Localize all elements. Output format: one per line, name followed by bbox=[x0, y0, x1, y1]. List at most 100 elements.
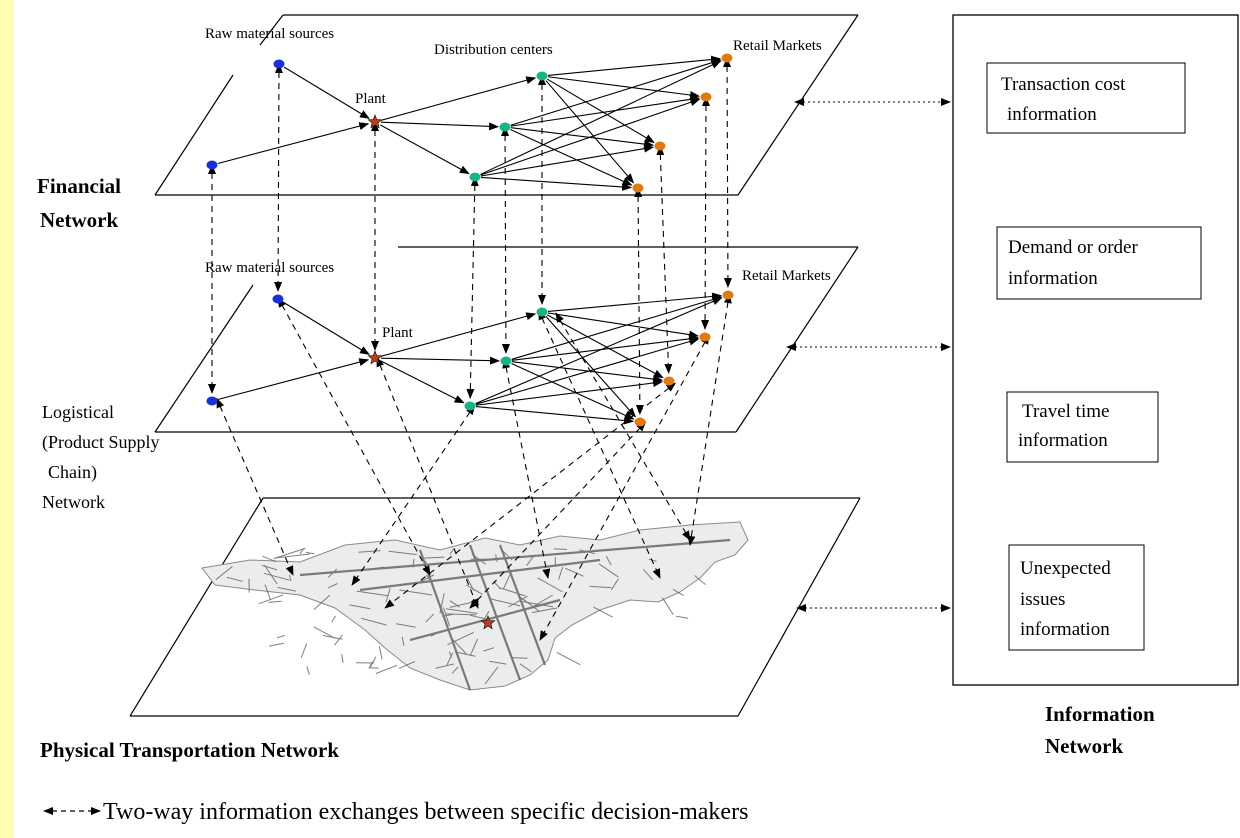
two-way-links bbox=[208, 57, 732, 641]
road-segment bbox=[306, 666, 310, 676]
two-way-arrow bbox=[701, 96, 710, 331]
logistical-network-label-3: Chain) bbox=[48, 462, 97, 483]
financial-retail-node bbox=[632, 183, 644, 193]
flow-arrow bbox=[480, 60, 722, 175]
flow-arrow bbox=[510, 58, 722, 126]
financial-retail-node bbox=[654, 141, 666, 151]
flow-arrow bbox=[380, 76, 537, 121]
road-segment bbox=[313, 594, 331, 610]
two-way-arrow bbox=[656, 145, 673, 375]
information-network-frame bbox=[952, 14, 1239, 686]
road-segment bbox=[277, 586, 297, 592]
flow-arrow bbox=[380, 356, 501, 365]
two-way-arrow bbox=[277, 297, 431, 576]
road-segment bbox=[378, 645, 383, 660]
road-segment bbox=[398, 661, 416, 669]
flow-arrow bbox=[511, 334, 700, 361]
flow-arrow bbox=[380, 360, 465, 404]
flow-arrow bbox=[380, 312, 537, 357]
logistical-retail-node bbox=[722, 290, 734, 300]
road-segment bbox=[443, 607, 450, 627]
financial-retail-label: Retail Markets bbox=[733, 38, 822, 54]
logistical-raw-node bbox=[206, 396, 218, 406]
road-segment bbox=[360, 617, 387, 626]
logistical-plant-icon bbox=[367, 350, 383, 365]
flow-arrow bbox=[379, 124, 470, 175]
road-map bbox=[201, 521, 749, 691]
flow-arrow bbox=[547, 292, 723, 313]
logistical-plant-label: Plant bbox=[382, 325, 414, 341]
flow-arrow bbox=[475, 297, 723, 405]
logistical-network-label-4: Network bbox=[42, 492, 105, 512]
highlight-stripe bbox=[0, 0, 14, 838]
road-segment bbox=[313, 626, 336, 639]
road-segment bbox=[446, 652, 454, 666]
road-segment bbox=[553, 548, 567, 550]
info-box-unexpected-line1: Unexpected bbox=[1020, 558, 1111, 579]
road-segment bbox=[305, 552, 315, 555]
road-segment bbox=[445, 613, 477, 616]
road-segment bbox=[268, 600, 282, 603]
logistical-retail-label: Retail Markets bbox=[742, 268, 831, 284]
flow-arrow bbox=[510, 127, 655, 149]
flow-arrow bbox=[475, 337, 700, 405]
road-segment bbox=[334, 634, 343, 646]
road-segment bbox=[368, 661, 373, 669]
road-segment bbox=[226, 576, 243, 582]
two-way-arrow bbox=[469, 421, 647, 609]
info-box-transaction: Transaction cost information bbox=[986, 62, 1186, 134]
flow-arrow bbox=[547, 55, 722, 76]
flow-arrow bbox=[545, 316, 637, 418]
financial-network-label-2: Network bbox=[40, 208, 118, 232]
logistical-network-label: Logistical bbox=[42, 402, 114, 422]
info-box-demand-line1: Demand or order bbox=[1008, 237, 1138, 258]
flow-arrow bbox=[545, 80, 635, 184]
logistical-retail-node bbox=[699, 332, 711, 342]
road-segment bbox=[484, 666, 499, 685]
flow-arrow bbox=[546, 78, 655, 143]
logistical-raw-label: Raw material sources bbox=[205, 260, 334, 276]
flow-arrow bbox=[510, 129, 633, 186]
info-box-travel-line1: Travel time bbox=[1022, 401, 1109, 422]
road-segment bbox=[445, 608, 478, 614]
logistical-retail-node bbox=[663, 376, 675, 386]
flow-arrow bbox=[510, 95, 701, 127]
two-way-arrow bbox=[634, 187, 644, 416]
flow-arrow bbox=[217, 122, 370, 165]
logistical-network-label-2: (Product Supply bbox=[42, 432, 160, 453]
road-segment bbox=[489, 660, 507, 665]
flow-arrow bbox=[282, 301, 370, 355]
financial-dc-label: Distribution centers bbox=[434, 42, 553, 58]
info-box-travel: Travel time information bbox=[1006, 391, 1159, 463]
two-way-arrow bbox=[723, 57, 732, 289]
road-segment bbox=[483, 647, 495, 652]
flow-arrow bbox=[380, 121, 500, 131]
road-segment bbox=[341, 654, 344, 663]
flow-arrow bbox=[547, 76, 701, 99]
flow-arrow bbox=[217, 358, 370, 401]
two-way-arrow bbox=[274, 63, 283, 293]
road-segment bbox=[469, 614, 485, 619]
road-segment bbox=[331, 615, 337, 623]
financial-network-label: Financial bbox=[37, 174, 121, 198]
logistical-retail-node bbox=[634, 417, 646, 427]
financial-plant-label: Plant bbox=[355, 91, 387, 107]
info-box-demand: Demand or order information bbox=[996, 226, 1202, 300]
road-segment bbox=[401, 636, 405, 646]
flow-arrow bbox=[480, 98, 701, 176]
two-way-arrow bbox=[466, 176, 479, 400]
financial-raw-node bbox=[273, 59, 285, 69]
information-links bbox=[786, 98, 951, 612]
flow-arrow bbox=[511, 362, 635, 420]
physical-network-label: Physical Transportation Network bbox=[40, 738, 339, 762]
physical-plant-icon bbox=[480, 615, 496, 630]
information-network-label-2: Network bbox=[1045, 734, 1123, 758]
road-segment bbox=[349, 604, 371, 610]
logistical-raw-node bbox=[272, 294, 284, 304]
flow-arrow bbox=[480, 144, 655, 177]
road-segment bbox=[395, 623, 416, 628]
info-box-travel-line2: information bbox=[1018, 430, 1108, 451]
flow-arrow bbox=[475, 379, 664, 406]
financial-dc-node bbox=[536, 71, 548, 81]
